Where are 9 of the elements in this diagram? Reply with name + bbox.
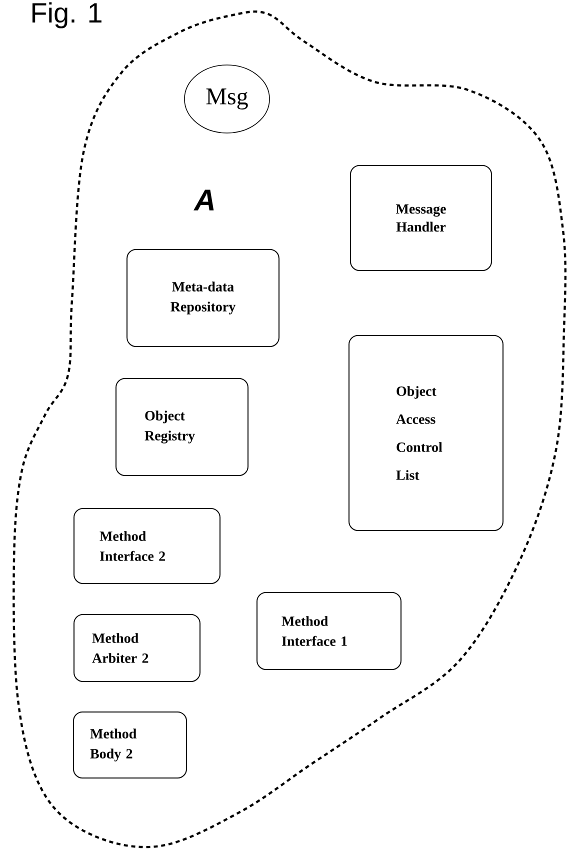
component-box: Message Handler bbox=[350, 165, 492, 271]
component-box: Object Access Control List bbox=[348, 335, 504, 531]
message-oval: Msg bbox=[184, 64, 270, 134]
component-box: Method Interface 1 bbox=[256, 592, 402, 670]
component-box: Object Registry bbox=[116, 378, 248, 476]
component-box: Meta-data Repository bbox=[126, 249, 280, 347]
component-box: Method Interface 2 bbox=[74, 508, 220, 584]
component-box: Method Body 2 bbox=[73, 712, 187, 778]
component-box: Method Arbiter 2 bbox=[74, 614, 200, 682]
